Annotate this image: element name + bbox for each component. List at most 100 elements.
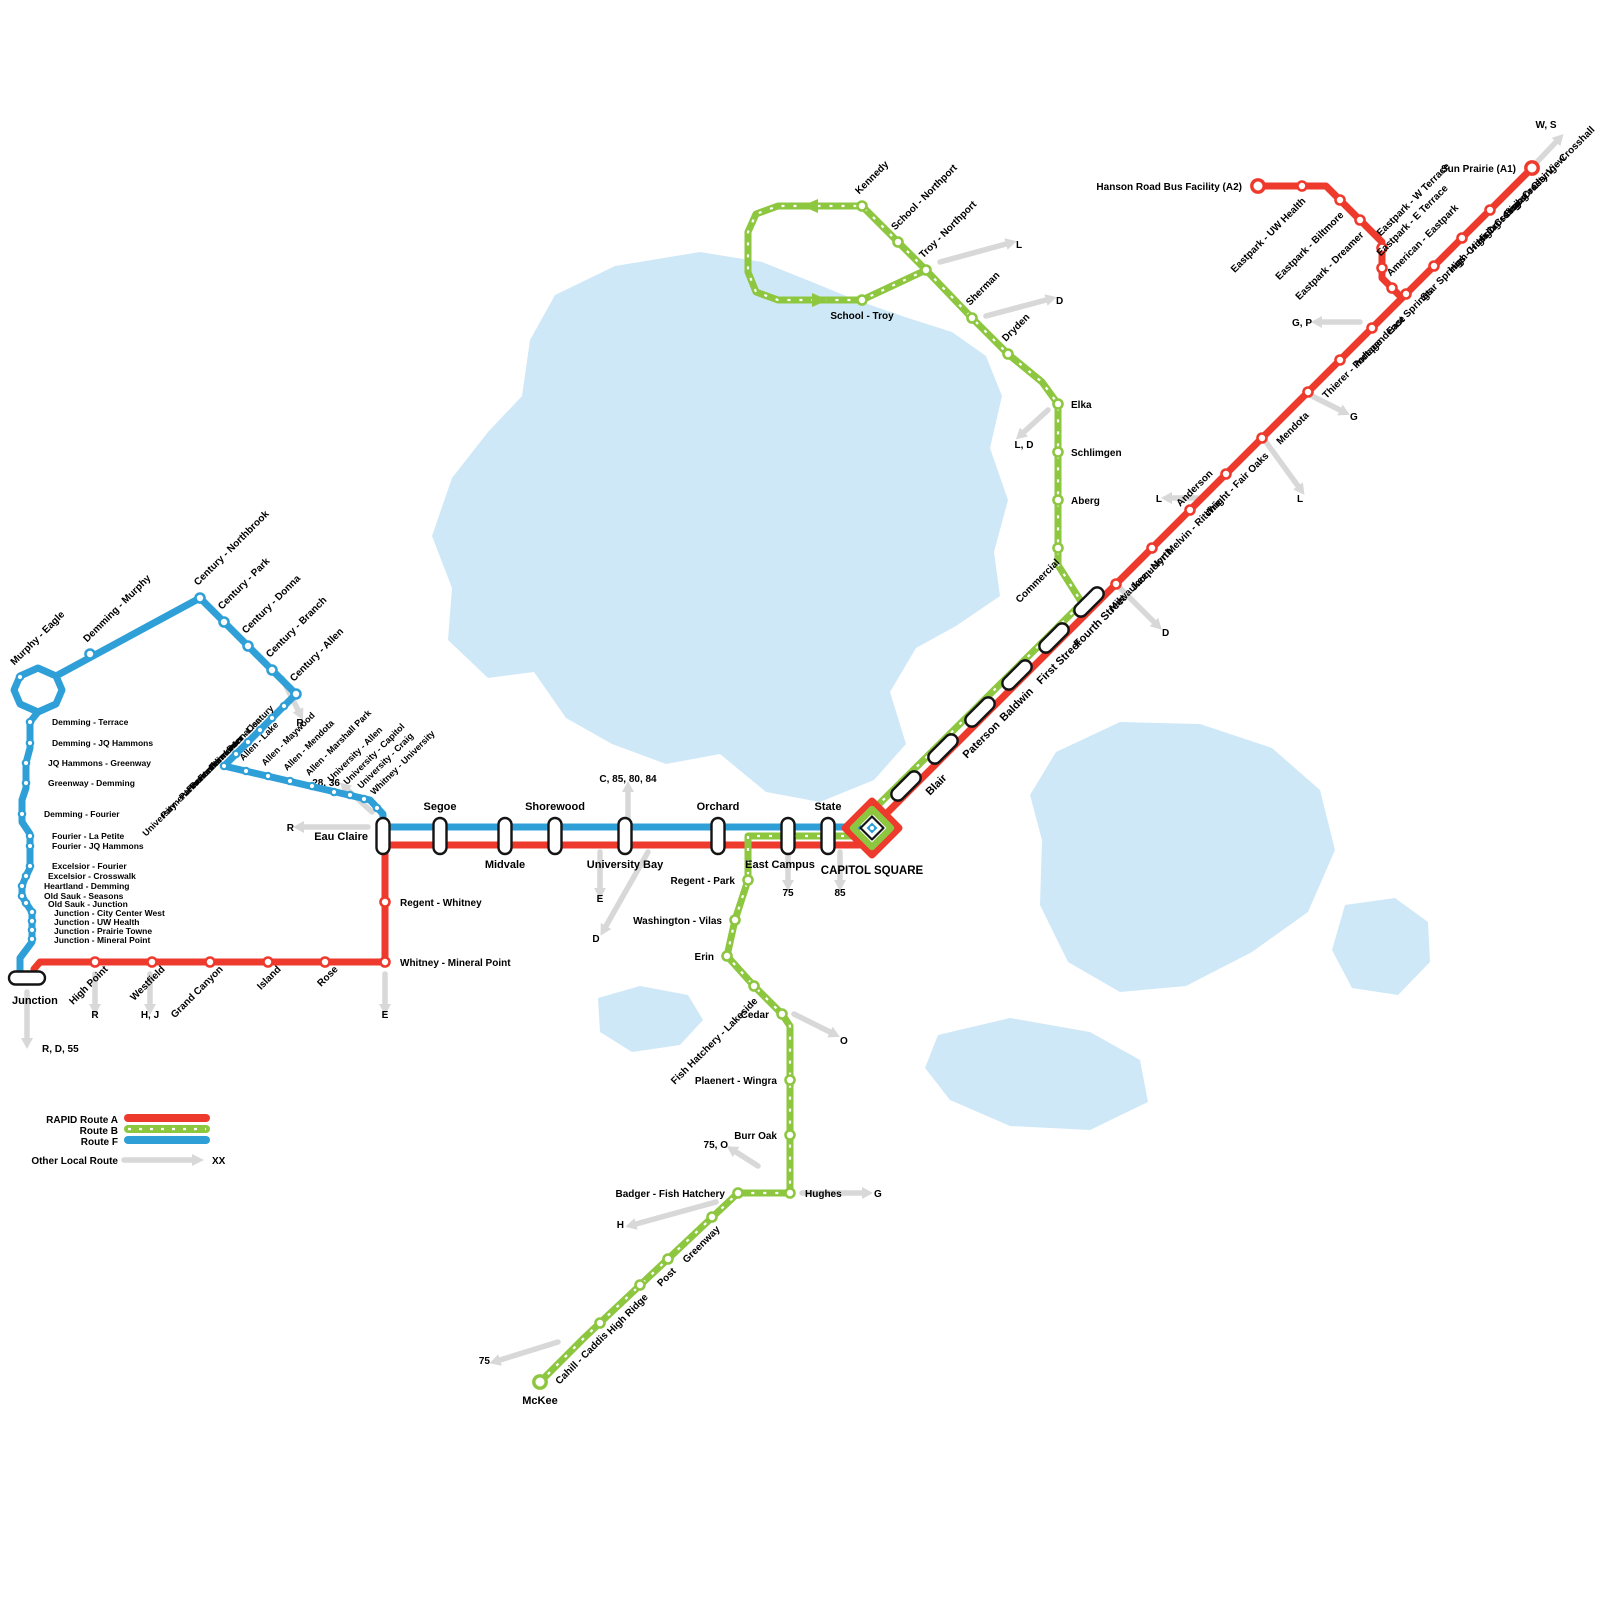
station-fourier-jq-hammons: Fourier - JQ Hammons xyxy=(25,841,144,851)
station-century-allen: Century - Allen xyxy=(288,626,346,700)
station-washington-vilas: Washington - Vilas xyxy=(633,914,741,927)
station-state: State xyxy=(815,801,842,856)
station-label: Orchard xyxy=(697,801,740,813)
station-marker xyxy=(1146,542,1158,554)
local-route-line xyxy=(1263,439,1301,489)
station-label: Schlimgen xyxy=(1071,448,1122,459)
local-route-h-j: H, J xyxy=(141,971,159,1021)
station-capsule-marker xyxy=(7,970,47,986)
station-label: Old Sauk - Junction xyxy=(48,899,128,909)
station-label: East Campus xyxy=(745,859,815,871)
station-grand-canyon: Grand Canyon xyxy=(169,956,226,1021)
station-marker xyxy=(307,781,317,791)
station-marker xyxy=(379,896,391,908)
station-label: JQ Hammons - Greenway xyxy=(48,758,151,768)
local-route-r: R xyxy=(89,971,101,1021)
local-route-arrowhead-icon xyxy=(489,1354,502,1366)
station-junction: Junction xyxy=(7,970,58,1007)
station-marker xyxy=(262,956,274,968)
station-marker xyxy=(1052,494,1064,506)
station-aberg: Aberg xyxy=(1052,494,1100,507)
station-excelsior-crosswalk: Excelsior - Crosswalk xyxy=(21,871,136,881)
station-marker xyxy=(1220,468,1232,480)
station-capsule-marker xyxy=(375,816,391,856)
local-route-arrowhead-icon xyxy=(292,707,304,720)
station-marker xyxy=(243,737,253,747)
station-label: Regent - Whitney xyxy=(400,898,482,909)
station-label: School - Troy xyxy=(830,311,894,322)
capitol-square-label: CAPITOL SQUARE xyxy=(821,865,924,877)
local-route-label: R xyxy=(91,1010,99,1021)
station-kennedy: Kennedy xyxy=(854,159,891,212)
station-junction-prairie-towne: Junction - Prairie Towne xyxy=(27,925,152,936)
station-label: Murphy - Eagle xyxy=(9,609,68,668)
lake-monona xyxy=(1030,722,1335,992)
station-marker xyxy=(27,907,37,917)
station-demming-jq-hammons: Demming - JQ Hammons xyxy=(25,738,153,748)
local-route-label: E xyxy=(382,1010,389,1021)
station-marker xyxy=(379,956,391,968)
station-marker xyxy=(1052,398,1064,410)
station-label: Excelsior - Crosswalk xyxy=(48,871,136,881)
station-plaenert-wingra: Plaenert - Wingra xyxy=(695,1074,796,1087)
station-marker xyxy=(1184,504,1196,516)
station-label: Sherman xyxy=(964,270,1002,308)
station-marker xyxy=(25,841,35,851)
station-label: Demming - Fourier xyxy=(44,809,120,819)
station-capsule-marker xyxy=(497,816,513,856)
local-route-line xyxy=(633,1199,719,1227)
station-marker xyxy=(231,749,241,759)
station-whitney-mineral-point: Whitney - Mineral Point xyxy=(379,956,511,969)
station-marker xyxy=(27,925,37,935)
station-label: Whitney - Mineral Point xyxy=(400,958,511,969)
legend-swatch xyxy=(124,1125,210,1133)
local-route-label: 75 xyxy=(479,1356,491,1367)
local-route-o: O xyxy=(791,1011,848,1047)
local-route-label: L xyxy=(1297,494,1303,505)
station-label: Junction - City Center West xyxy=(54,908,165,918)
station-marker xyxy=(1334,194,1346,206)
local-route-75: 75 xyxy=(479,1339,561,1367)
station-marker xyxy=(1256,432,1268,444)
local-route-arrowhead-icon xyxy=(1004,238,1017,250)
station-label: Segoe xyxy=(423,801,456,813)
station-label: Island xyxy=(255,964,283,992)
station-fourier-la-petite: Fourier - La Petite xyxy=(25,831,125,841)
station-marker xyxy=(25,861,35,871)
local-route-g-p: G, P xyxy=(1292,316,1363,329)
local-route-g: G xyxy=(799,1187,882,1200)
station-badger-fish-hatchery: Badger - Fish Hatchery xyxy=(616,1187,744,1200)
local-route-arrowhead-icon xyxy=(827,1026,840,1038)
local-route-label: G xyxy=(874,1189,882,1200)
station-label: State xyxy=(815,801,842,813)
local-route-arrowhead-icon xyxy=(144,1004,156,1015)
station-marker xyxy=(776,1008,788,1020)
station-marker xyxy=(1052,446,1064,458)
local-route-label: 85 xyxy=(834,888,846,899)
station-label: University Bay xyxy=(587,859,664,871)
local-route-line xyxy=(497,1339,561,1363)
station-label: Hughes xyxy=(805,1189,842,1200)
station-label: Regent - Park xyxy=(671,876,736,887)
local-route-l: L xyxy=(937,238,1022,265)
station-east-campus: East Campus xyxy=(745,816,815,871)
station-marker xyxy=(1110,578,1122,590)
station-label: Cedar xyxy=(741,1010,769,1021)
station-marker xyxy=(920,264,932,276)
station-marker xyxy=(263,771,273,781)
legend-label: RAPID Route A xyxy=(46,1115,118,1126)
station-label: Heartland - Demming xyxy=(44,881,130,891)
station-marker xyxy=(17,881,27,891)
station-marker xyxy=(329,787,339,797)
lake-wingra xyxy=(598,986,703,1052)
station-cedar: Cedar xyxy=(741,1008,788,1021)
station-marker xyxy=(266,664,278,676)
station-marker xyxy=(856,294,868,306)
station-marker xyxy=(17,809,27,819)
station-label: Hanson Road Bus Facility (A2) xyxy=(1096,182,1242,193)
station-marker xyxy=(25,717,35,727)
local-route-label: D xyxy=(592,934,599,945)
local-route-arrowhead-icon xyxy=(600,923,612,936)
